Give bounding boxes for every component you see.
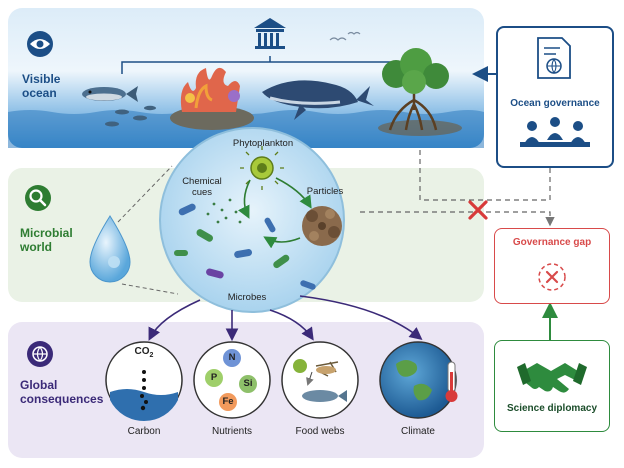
handshake-icon [495, 341, 609, 431]
science-diplomacy-box: Science diplomacy [494, 340, 610, 432]
water-drop-icon [90, 216, 130, 282]
globe-icon [27, 341, 53, 367]
particle-aggregate-icon [302, 206, 342, 246]
ocean-life-bracket [122, 56, 420, 74]
visible-ocean-label-line2: ocean [22, 86, 60, 100]
coral-reef-icon [170, 68, 254, 130]
global-consequences-label-line1: Global [20, 378, 103, 392]
governance-icons [498, 28, 612, 166]
co2-label-subscript: 2 [150, 352, 154, 359]
bird-icon [330, 38, 346, 40]
global-consequences-label: Global consequences [20, 378, 103, 406]
governance-gap-box: Governance gap [494, 228, 610, 304]
food-webs-circle [282, 342, 358, 418]
microbes-label: Microbes [222, 292, 272, 303]
magnifier-icon [25, 185, 51, 211]
climate-label: Climate [388, 426, 448, 437]
document-globe-icon [538, 38, 570, 78]
phosphorus-label: P [206, 372, 222, 383]
institution-icon [254, 18, 286, 49]
nutrients-label: Nutrients [200, 426, 264, 437]
microbial-world-label-line2: world [20, 240, 73, 254]
particles-label: Particles [300, 186, 350, 197]
co2-label-text: CO [135, 346, 150, 357]
co2-label: CO2 [132, 346, 156, 359]
visible-ocean-label: Visible ocean [22, 72, 60, 100]
ocean-governance-label: Ocean governance [498, 98, 612, 109]
tuna-fish-icon [82, 86, 138, 102]
people-meeting-icon [520, 117, 590, 147]
carbon-label: Carbon [114, 426, 174, 437]
gap-x-icon [547, 272, 557, 282]
mangrove-tree-icon [378, 48, 462, 136]
gap-icon-svg [495, 229, 609, 303]
phytoplankton-label: Phytoplankton [228, 138, 298, 149]
silicon-label: Si [240, 378, 256, 389]
ocean-governance-box: Ocean governance [496, 26, 614, 168]
nitrogen-label: N [224, 352, 240, 363]
climate-globe-icon [380, 342, 456, 418]
food-webs-label: Food webs [286, 426, 354, 437]
global-consequences-label-line2: consequences [20, 392, 103, 406]
eye-icon [27, 31, 53, 57]
chemical-cues-label-line1: Chemical [176, 176, 228, 187]
microbial-world-label-line1: Microbial [20, 226, 73, 240]
science-diplomacy-label: Science diplomacy [495, 403, 609, 414]
microbial-world-label: Microbial world [20, 226, 73, 254]
x-mark-icon [470, 202, 486, 218]
chemical-cues-label-line2: cues [176, 187, 228, 198]
visible-ocean-label-line1: Visible [22, 72, 60, 86]
chemical-cues-label: Chemical cues [176, 176, 228, 198]
bird-icon [348, 33, 360, 35]
iron-label: Fe [220, 396, 236, 407]
